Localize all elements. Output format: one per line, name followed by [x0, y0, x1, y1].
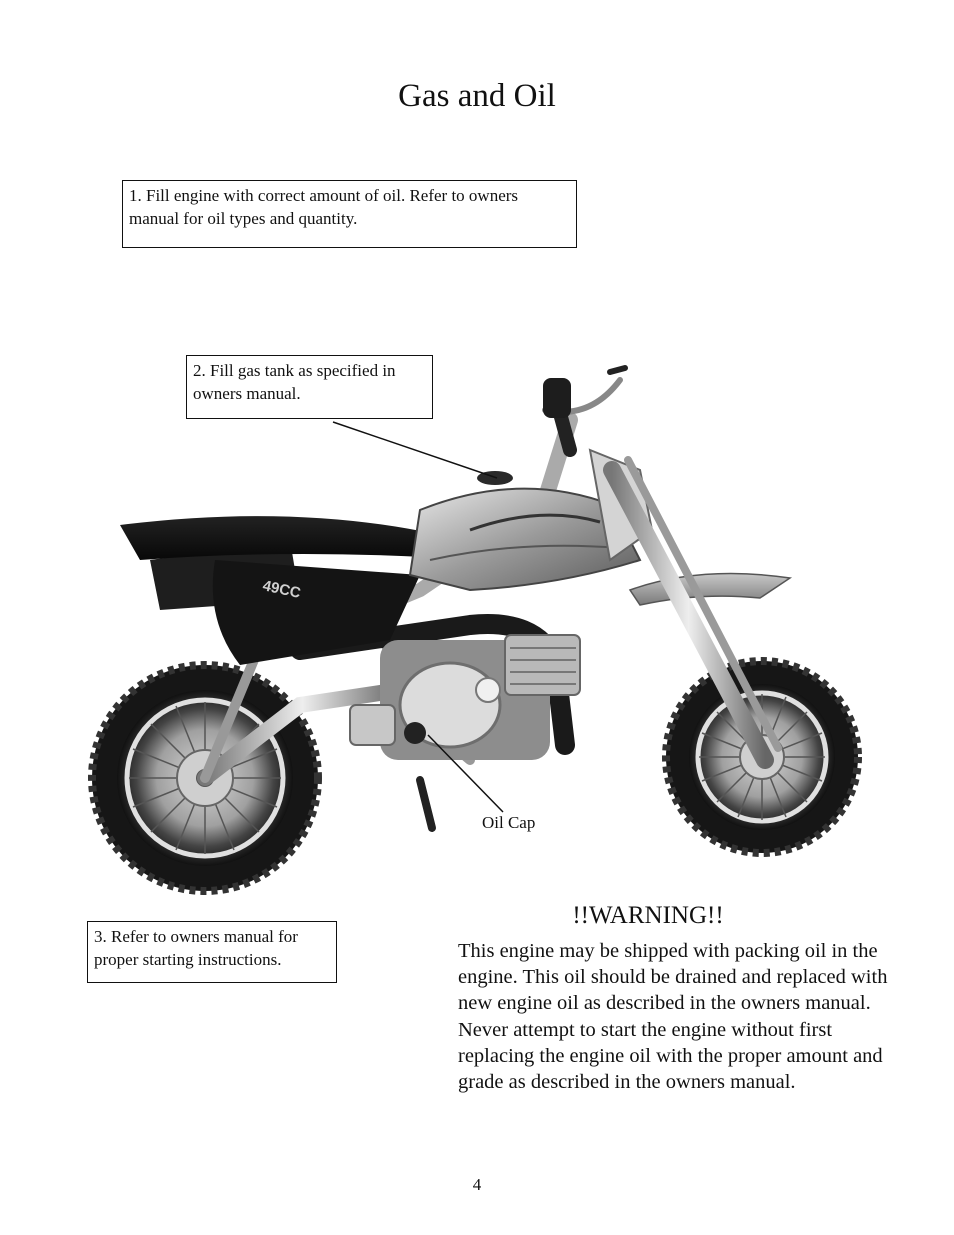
front-fender	[628, 572, 793, 606]
page-number: 4	[472, 1175, 482, 1194]
kickstand	[416, 776, 436, 832]
engine	[349, 634, 581, 760]
oil-cap	[404, 722, 426, 744]
callout-step-1: 1. Fill engine with correct amount of oi…	[122, 180, 577, 248]
page-title: Gas and Oil	[398, 78, 556, 114]
callout-step-3: 3. Refer to owners manual for proper sta…	[87, 921, 337, 983]
warning-body: This engine may be shipped with packing …	[458, 940, 888, 1094]
handlebar	[542, 365, 628, 457]
seat	[120, 516, 480, 560]
gas-tank	[408, 471, 642, 592]
front-fork	[603, 456, 782, 769]
warning-title: !!WARNING!!	[572, 902, 724, 929]
oil-cap-label: Oil Cap	[482, 813, 536, 832]
callout-step-2: 2. Fill gas tank as specified in owners …	[186, 355, 433, 419]
rear-body-panel: 49CC	[212, 560, 420, 665]
gas-tank-leader-line	[332, 421, 498, 479]
oil-cap-leader-line	[427, 734, 504, 813]
